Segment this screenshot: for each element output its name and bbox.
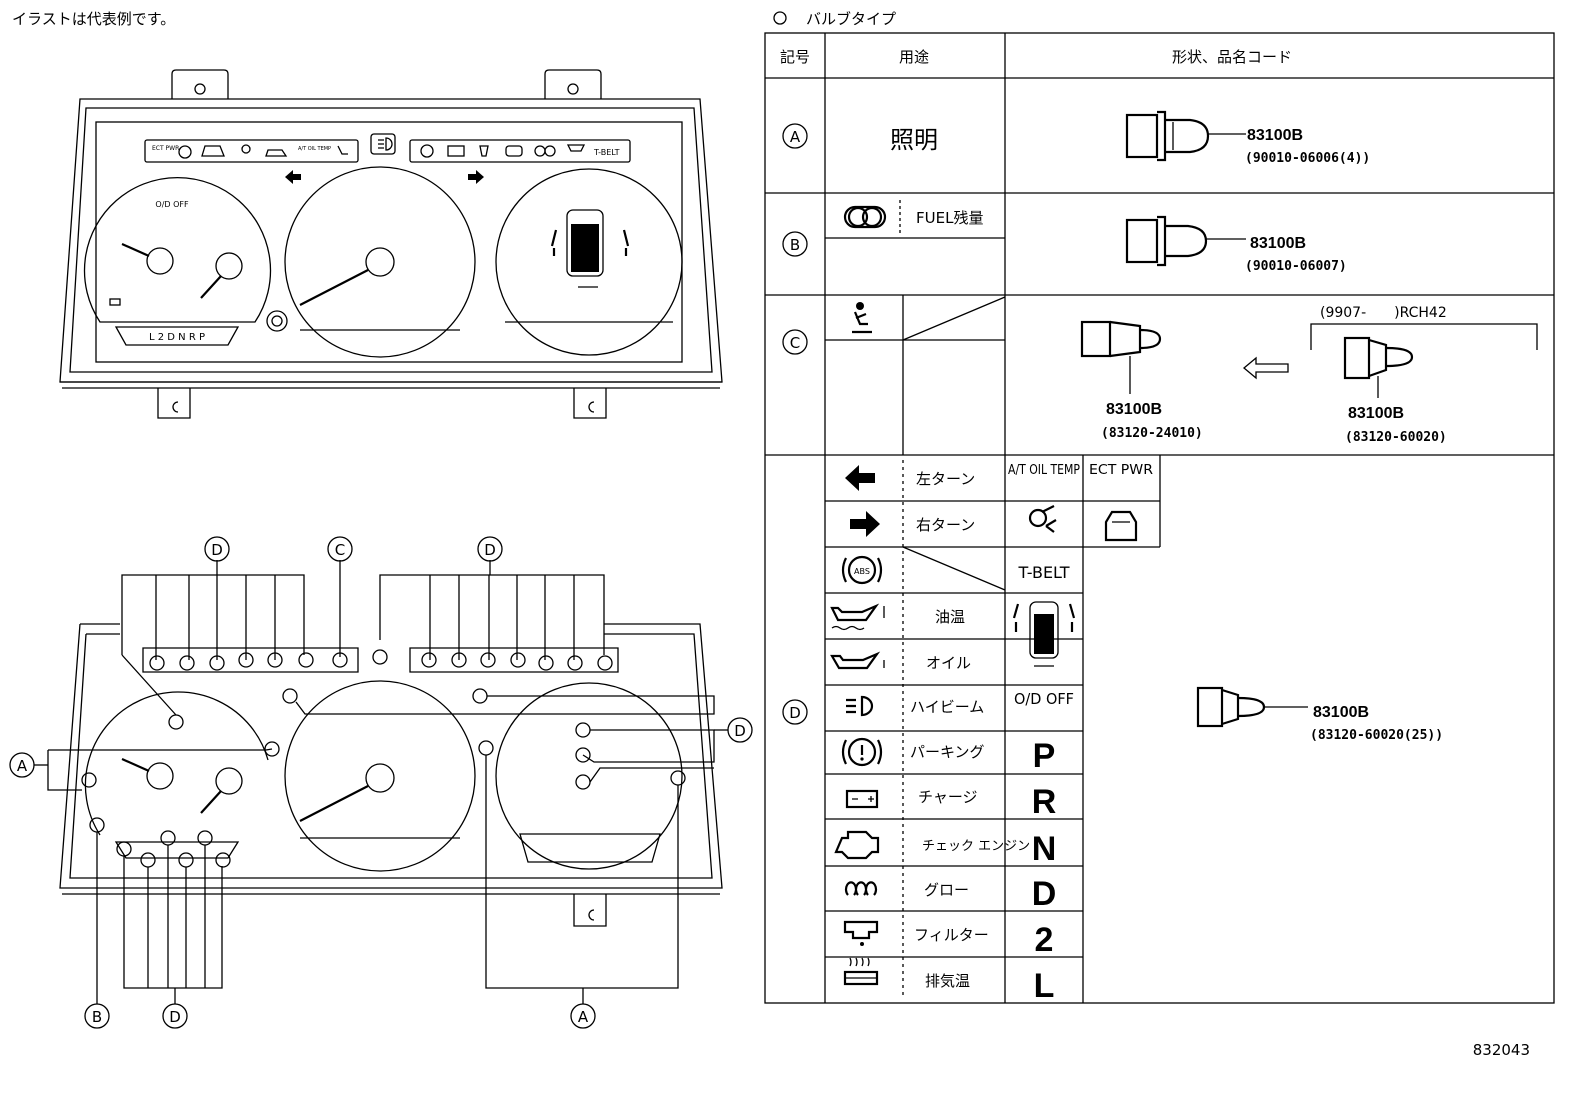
t-belt-label: T-BELT: [593, 148, 620, 157]
oil-pressure-icon: [830, 651, 885, 670]
charge-icon: [845, 789, 879, 809]
svg-text:C: C: [790, 334, 800, 352]
check-engine-icon: [834, 830, 880, 860]
bulb-c-right-icon: [1343, 336, 1414, 398]
usage-glow: グロー: [924, 881, 969, 899]
bottom-cluster: [47, 560, 728, 1004]
svg-text:ABS: ABS: [854, 567, 870, 576]
row-a: A 照明 83100B (90010-06006(4)): [782, 110, 1370, 166]
bulb-type-table: バルブタイプ 記号 用途 形状、品名コード A 照明 83100B (90010: [764, 10, 1555, 1005]
row-a-usage: 照明: [890, 126, 938, 154]
callout-bubbles: D C D D A B D A: [9, 536, 753, 1029]
grid-p: P: [1033, 737, 1056, 775]
row-c-range: (9907- )RCH42: [1320, 305, 1447, 321]
exhaust-temp-icon: [843, 957, 879, 986]
row-b: B FUEL残量 83100B (90010-06007): [782, 200, 1347, 274]
filter-icon: [843, 920, 879, 946]
svg-text:D: D: [789, 704, 801, 722]
row-d-code: (83120-60020(25)): [1310, 728, 1443, 743]
usage-charge: チャージ: [918, 788, 978, 806]
svg-text:D: D: [169, 1008, 181, 1026]
airbag-icon: [1028, 505, 1057, 533]
grid-t-belt: T-BELT: [1017, 563, 1069, 582]
grid-l: L: [1034, 967, 1055, 1005]
abs-icon: ABS: [841, 555, 883, 585]
grid-ect-pwr: ECT PWR: [1089, 463, 1153, 478]
left-turn-icon: [845, 465, 875, 491]
grid-2: 2: [1035, 921, 1054, 959]
usage-left-turn: 左ターン: [916, 470, 975, 488]
grid-od-off: O/D OFF: [1014, 690, 1074, 708]
right-turn-icon: [850, 511, 880, 537]
top-cluster: ECT PWR A/T OIL TEMP T-BELT O/D OFF L 2 …: [59, 69, 723, 419]
header-symbol: 記号: [780, 48, 810, 66]
header-usage: 用途: [899, 48, 929, 66]
usage-high-beam: ハイビーム: [910, 698, 984, 716]
grid-n: N: [1032, 830, 1057, 868]
row-b-part: 83100B: [1250, 235, 1306, 252]
usage-check-engine: チェック エンジン: [922, 839, 1030, 854]
row-d-part: 83100B: [1313, 704, 1369, 721]
shift-positions-label: L 2 D N R P: [149, 332, 205, 343]
row-c-part-right: 83100B: [1348, 405, 1404, 422]
high-beam-icon: [846, 695, 874, 717]
parking-brake-icon: [841, 737, 883, 767]
svg-text:D: D: [211, 541, 223, 559]
svg-text:A: A: [17, 757, 28, 775]
row-b-code: (90010-06007): [1245, 259, 1347, 274]
od-off-label: O/D OFF: [155, 200, 189, 209]
usage-exhaust-temp: 排気温: [925, 972, 970, 990]
row-b-usage: FUEL残量: [916, 209, 983, 227]
representative-note: イラストは代表例です。: [12, 10, 175, 28]
row-c-part-left: 83100B: [1106, 401, 1162, 418]
usage-oil: オイル: [926, 654, 971, 672]
grid-d: D: [1032, 875, 1057, 913]
svg-text:C: C: [335, 541, 345, 559]
row-c: C (9907- )RCH42 8310: [782, 295, 1538, 455]
bulb-c-left-icon: [1080, 320, 1162, 394]
svg-text:A: A: [578, 1008, 589, 1026]
svg-text:B: B: [92, 1008, 102, 1026]
ect-pwr-icon: [1104, 510, 1138, 542]
grid-at-oil-temp: A/T OIL TEMP: [1008, 463, 1080, 478]
bulb-a-icon: [1125, 110, 1246, 162]
bulb-d-icon: [1196, 686, 1308, 728]
svg-text:D: D: [734, 722, 746, 740]
bulb-type-title: バルブタイプ: [806, 10, 896, 28]
row-d: D ABS: [782, 455, 1443, 1005]
row-a-part: 83100B: [1247, 127, 1303, 144]
usage-filter: フィルター: [914, 926, 989, 944]
usage-oil-temp: 油温: [935, 608, 965, 626]
at-oil-temp-label: A/T OIL TEMP: [298, 146, 331, 152]
figure-number: 832043: [1473, 1041, 1530, 1059]
seatbelt-icon: [852, 302, 872, 334]
grid-r: R: [1032, 783, 1057, 821]
row-a-code: (90010-06006(4)): [1245, 151, 1370, 166]
oil-temp-icon: [830, 603, 885, 631]
svg-text:D: D: [484, 541, 496, 559]
header-shape-code: 形状、品名コード: [1172, 48, 1292, 66]
strip-bulbs: [149, 649, 613, 671]
row-c-code-left: (83120-24010): [1101, 426, 1203, 441]
svg-text:A: A: [790, 128, 801, 146]
ecu-pwr-label: ECT PWR: [152, 145, 179, 152]
bulb-b-icon: [1125, 215, 1246, 267]
glow-icon: [844, 881, 878, 896]
door-ajar-icon: [1012, 601, 1076, 667]
row-c-code-right: (83120-60020): [1345, 430, 1447, 445]
usage-parking: パーキング: [910, 743, 985, 761]
usage-right-turn: 右ターン: [916, 516, 975, 534]
svg-text:B: B: [790, 236, 800, 254]
